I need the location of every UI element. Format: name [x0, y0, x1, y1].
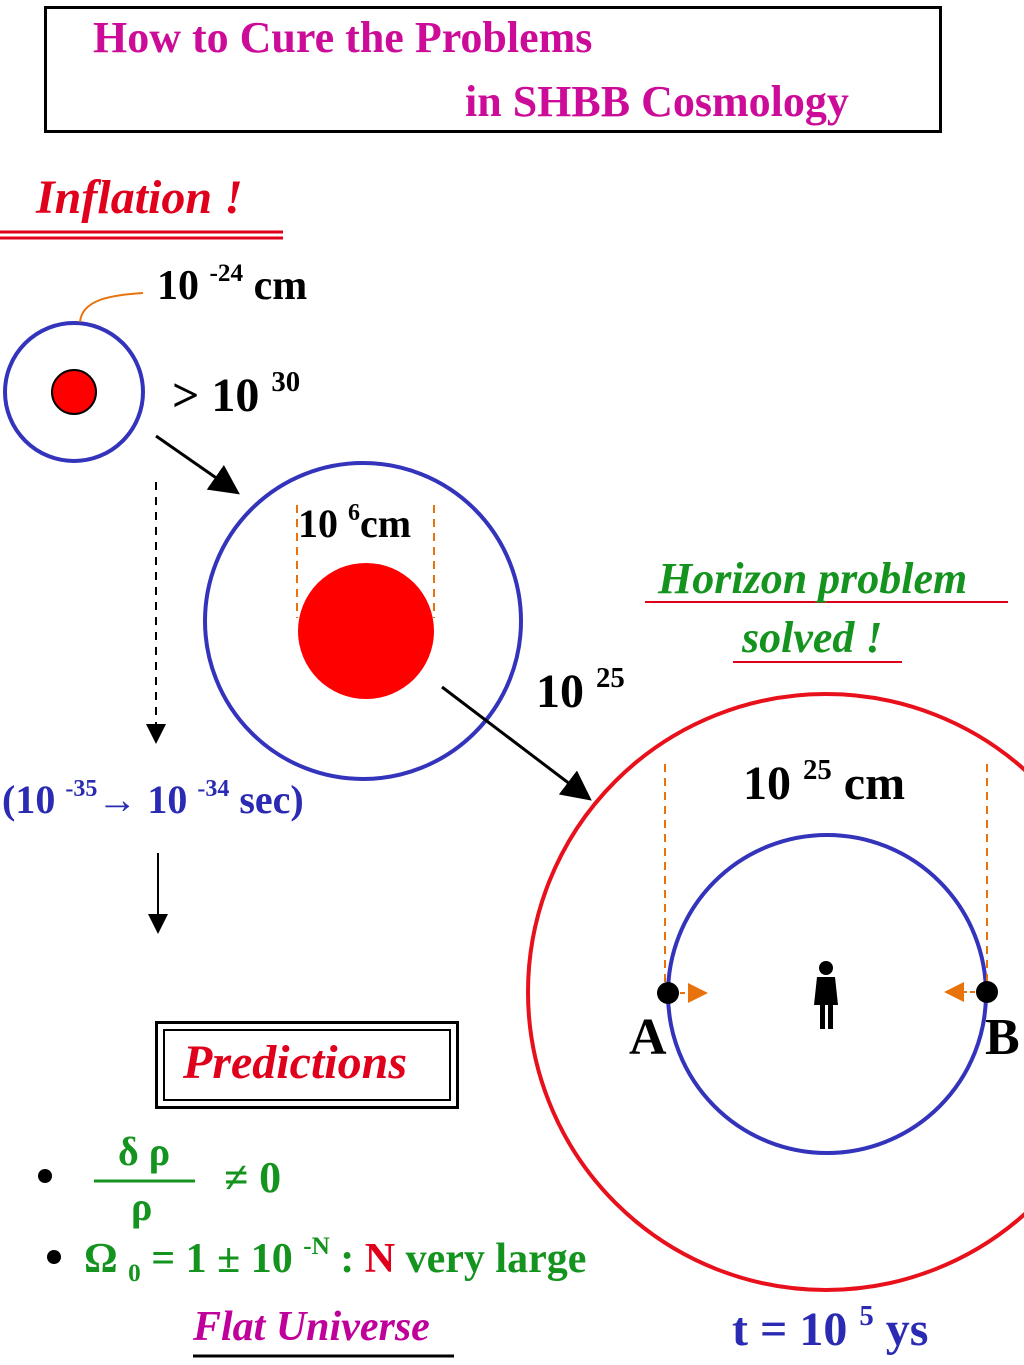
title-line-2: in SHBB Cosmology [465, 77, 849, 126]
small-region-pointer [79, 292, 144, 323]
expansion-arrow-1 [155, 434, 240, 495]
inflation-label: Inflation ! [36, 171, 243, 224]
point-b-label: B [985, 1009, 1020, 1066]
point-b-dot [976, 981, 998, 1003]
small-region-size: 10 -24 cm [157, 260, 308, 309]
small-causal-region [51, 369, 97, 415]
title-frame [44, 6, 942, 133]
bullet-icon [38, 1169, 52, 1183]
point-a-dot [657, 982, 679, 1004]
inflation-time-interval: (10 -35→ 10 -34 sec) [2, 776, 304, 822]
prediction-2: Ω 0 = 1 ± 10 -N : N very large [84, 1233, 587, 1287]
person-icon [814, 961, 838, 1029]
medium-universe-circle [203, 461, 523, 781]
large-region-size: 10 25 cm [743, 753, 906, 810]
prediction-1-denominator: ρ [131, 1184, 153, 1229]
predictions-title: Predictions [183, 1036, 407, 1089]
expansion-factor-1: > 10 30 [172, 365, 301, 422]
small-universe-circle [3, 321, 145, 463]
predictions-frame [155, 1021, 459, 1109]
bullet-icon [47, 1250, 61, 1264]
large-universe-circle [526, 692, 1024, 1292]
medium-region-size: 10 6cm [298, 500, 412, 546]
flat-universe-label: Flat Universe [193, 1304, 430, 1350]
prediction-1-numerator: δ ρ [118, 1129, 171, 1174]
current-time-label: t = 10 5 ys [732, 1299, 929, 1356]
expansion-factor-2: 10 25 [536, 661, 625, 718]
medium-causal-region [298, 563, 434, 699]
horizon-line-1: Horizon problem [658, 554, 968, 603]
expansion-arrow-2 [441, 685, 592, 801]
title-line-1: How to Cure the Problems [93, 13, 593, 62]
horizon-line-2: solved ! [742, 613, 883, 662]
prediction-1-relation: ≠ 0 [224, 1153, 282, 1202]
point-a-label: A [629, 1009, 667, 1066]
